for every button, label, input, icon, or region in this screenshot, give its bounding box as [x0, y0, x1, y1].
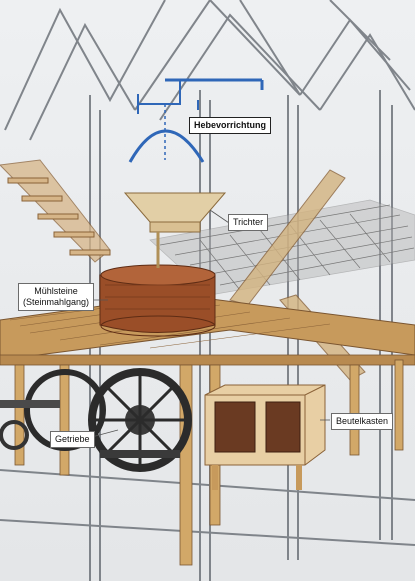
- gearbox-machinery: [0, 368, 192, 472]
- millstone: [99, 264, 216, 337]
- label-millstones-line1: Mühlsteine: [34, 286, 78, 296]
- hopper: [123, 192, 227, 268]
- label-hopper: Trichter: [228, 214, 269, 231]
- label-gearbox: Getriebe: [50, 431, 95, 448]
- label-sieve-box: Beutelkasten: [331, 413, 394, 430]
- label-lifting-device: Hebevorrichtung: [189, 117, 272, 134]
- sieve-box: [204, 384, 326, 490]
- lifting-device: [128, 78, 264, 163]
- label-millstones-line2: (Steinmahlgang): [23, 297, 90, 307]
- staircase-left: [0, 159, 111, 263]
- label-millstones: Mühlsteine (Steinmahlgang): [18, 283, 94, 311]
